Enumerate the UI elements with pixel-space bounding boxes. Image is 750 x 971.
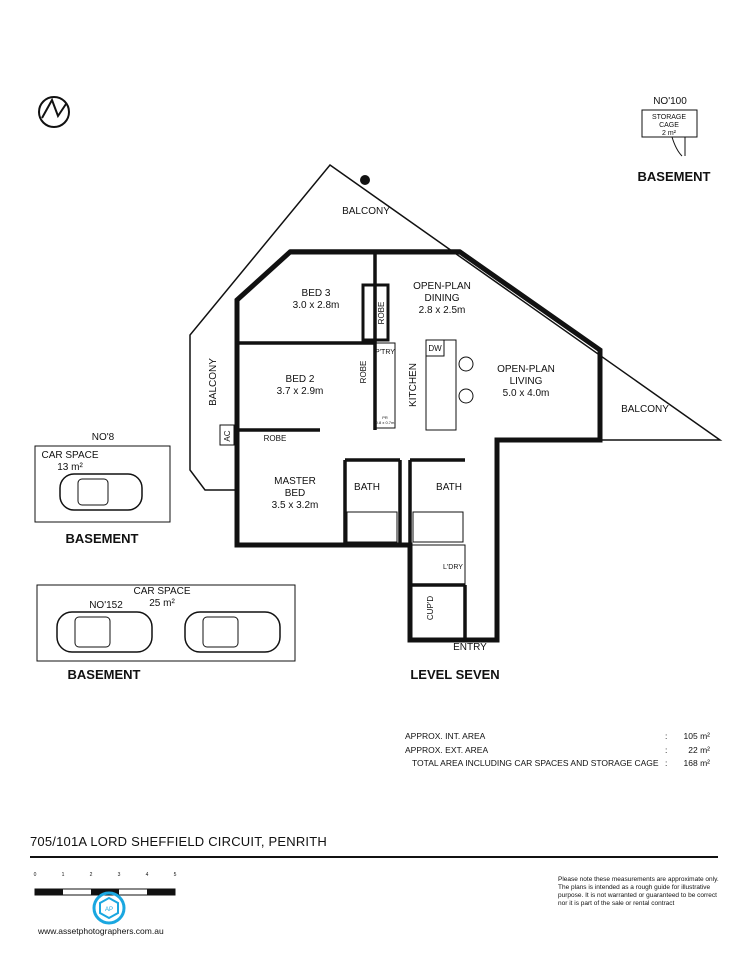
dining-size: 2.8 x 2.5m (419, 305, 466, 316)
scale-tick: 5 (174, 872, 177, 878)
area-label: APPROX. INT. AREA (405, 731, 486, 741)
kitchen-bench (374, 342, 396, 429)
balcony-left-label: BALCONY (208, 358, 219, 406)
stool-icons (458, 356, 474, 404)
car152-label: CAR SPACE (133, 586, 190, 597)
storage-door (671, 136, 686, 157)
cupd-label: CUP'D (426, 596, 435, 620)
kitchen-label: KITCHEN (408, 363, 419, 407)
living-label-1: OPEN-PLAN (497, 364, 555, 375)
scale-tick: 2 (90, 872, 93, 878)
area-value: 168 m² (683, 758, 710, 768)
storage-cage-box (641, 109, 698, 138)
bath1-label: BATH (354, 482, 380, 493)
living-label-2: LIVING (510, 376, 543, 387)
area-value: 22 m² (688, 744, 710, 755)
car8-number: NO'8 (92, 432, 115, 443)
storage-number: NO'100 (653, 96, 687, 107)
balcony-top-label: BALCONY (342, 206, 390, 217)
car152-box (36, 584, 296, 662)
dishwasher (425, 339, 445, 357)
balcony-right-label: BALCONY (621, 404, 669, 415)
area-row: APPROX. EXT. AREA:22 m² (405, 744, 710, 758)
car-icon (56, 611, 153, 653)
car8-level: BASEMENT (66, 531, 139, 546)
car8-area: 13 m² (57, 462, 83, 473)
robe-master-label: ROBE (264, 434, 287, 443)
ac-label: AC (223, 430, 232, 441)
master-size: 3.5 x 3.2m (272, 500, 319, 511)
bed2-label: BED 2 (286, 374, 315, 385)
car8-label: CAR SPACE (41, 450, 98, 461)
scale-tick: 1 (62, 872, 65, 878)
disclaimer: Please note these measurements are appro… (558, 876, 719, 907)
logo-text: AP (105, 907, 113, 913)
level-label: LEVEL SEVEN (410, 667, 499, 682)
car152-area: 25 m² (149, 598, 175, 609)
storage-level: BASEMENT (638, 169, 711, 184)
entry-label: ENTRY (453, 642, 487, 653)
area-summary: APPROX. INT. AREA:105 m² APPROX. EXT. AR… (405, 730, 710, 771)
divider (30, 856, 718, 858)
external-walls (234, 249, 603, 643)
master-label-2: BED (285, 488, 306, 499)
car8-box (34, 445, 171, 523)
area-label: TOTAL AREA INCLUDING CAR SPACES AND STOR… (412, 758, 659, 768)
dining-label-1: OPEN-PLAN (413, 281, 471, 292)
laundry-label: L'DRY (443, 564, 463, 571)
bath2-shower (412, 511, 464, 543)
pr-size: 0.8 x 0.7m (376, 420, 395, 425)
bed3-label: BED 3 (302, 288, 331, 299)
bath2-label: BATH (436, 482, 462, 493)
north-arrow-icon (38, 96, 70, 128)
scale-tick: 3 (118, 872, 121, 878)
storage-label-2: CAGE (659, 122, 679, 129)
car152-number: NO'152 (89, 600, 123, 611)
kitchen-island (425, 339, 457, 431)
robe-bed3-label: ROBE (377, 302, 386, 325)
master-label-1: MASTER (274, 476, 316, 487)
robe-bed3 (361, 283, 390, 342)
area-value: 105 m² (683, 731, 710, 741)
camera-aperture-logo-icon: AP (92, 891, 126, 925)
robe-bed2-label: ROBE (359, 361, 368, 384)
area-row: TOTAL AREA INCLUDING CAR SPACES AND STOR… (405, 757, 710, 771)
bed2-size: 3.7 x 2.9m (277, 386, 324, 397)
laundry-box (409, 544, 466, 586)
living-size: 5.0 x 4.0m (503, 388, 550, 399)
bath1-shower (346, 511, 398, 543)
storage-label-1: STORAGE (652, 114, 686, 121)
car-icon (184, 611, 281, 653)
pantry-label: P'TRY (375, 349, 395, 356)
ac-box (219, 424, 235, 446)
dw-label: DW (428, 344, 442, 353)
scale-tick: 4 (146, 872, 149, 878)
car-icon (59, 473, 143, 511)
pr-label: PR (382, 415, 388, 420)
website-link[interactable]: www.assetphotographers.com.au (38, 926, 164, 936)
storage-area: 2 m² (662, 130, 677, 137)
bed3-size: 3.0 x 2.8m (293, 300, 340, 311)
area-label: APPROX. EXT. AREA (405, 744, 489, 755)
property-address: 705/101A LORD SHEFFIELD CIRCUIT, PENRITH (30, 834, 327, 849)
area-row: APPROX. INT. AREA:105 m² (405, 730, 710, 744)
scale-tick: 0 (34, 872, 37, 878)
car152-level: BASEMENT (68, 667, 141, 682)
balcony-post (360, 175, 370, 185)
dining-label-2: DINING (425, 293, 460, 304)
